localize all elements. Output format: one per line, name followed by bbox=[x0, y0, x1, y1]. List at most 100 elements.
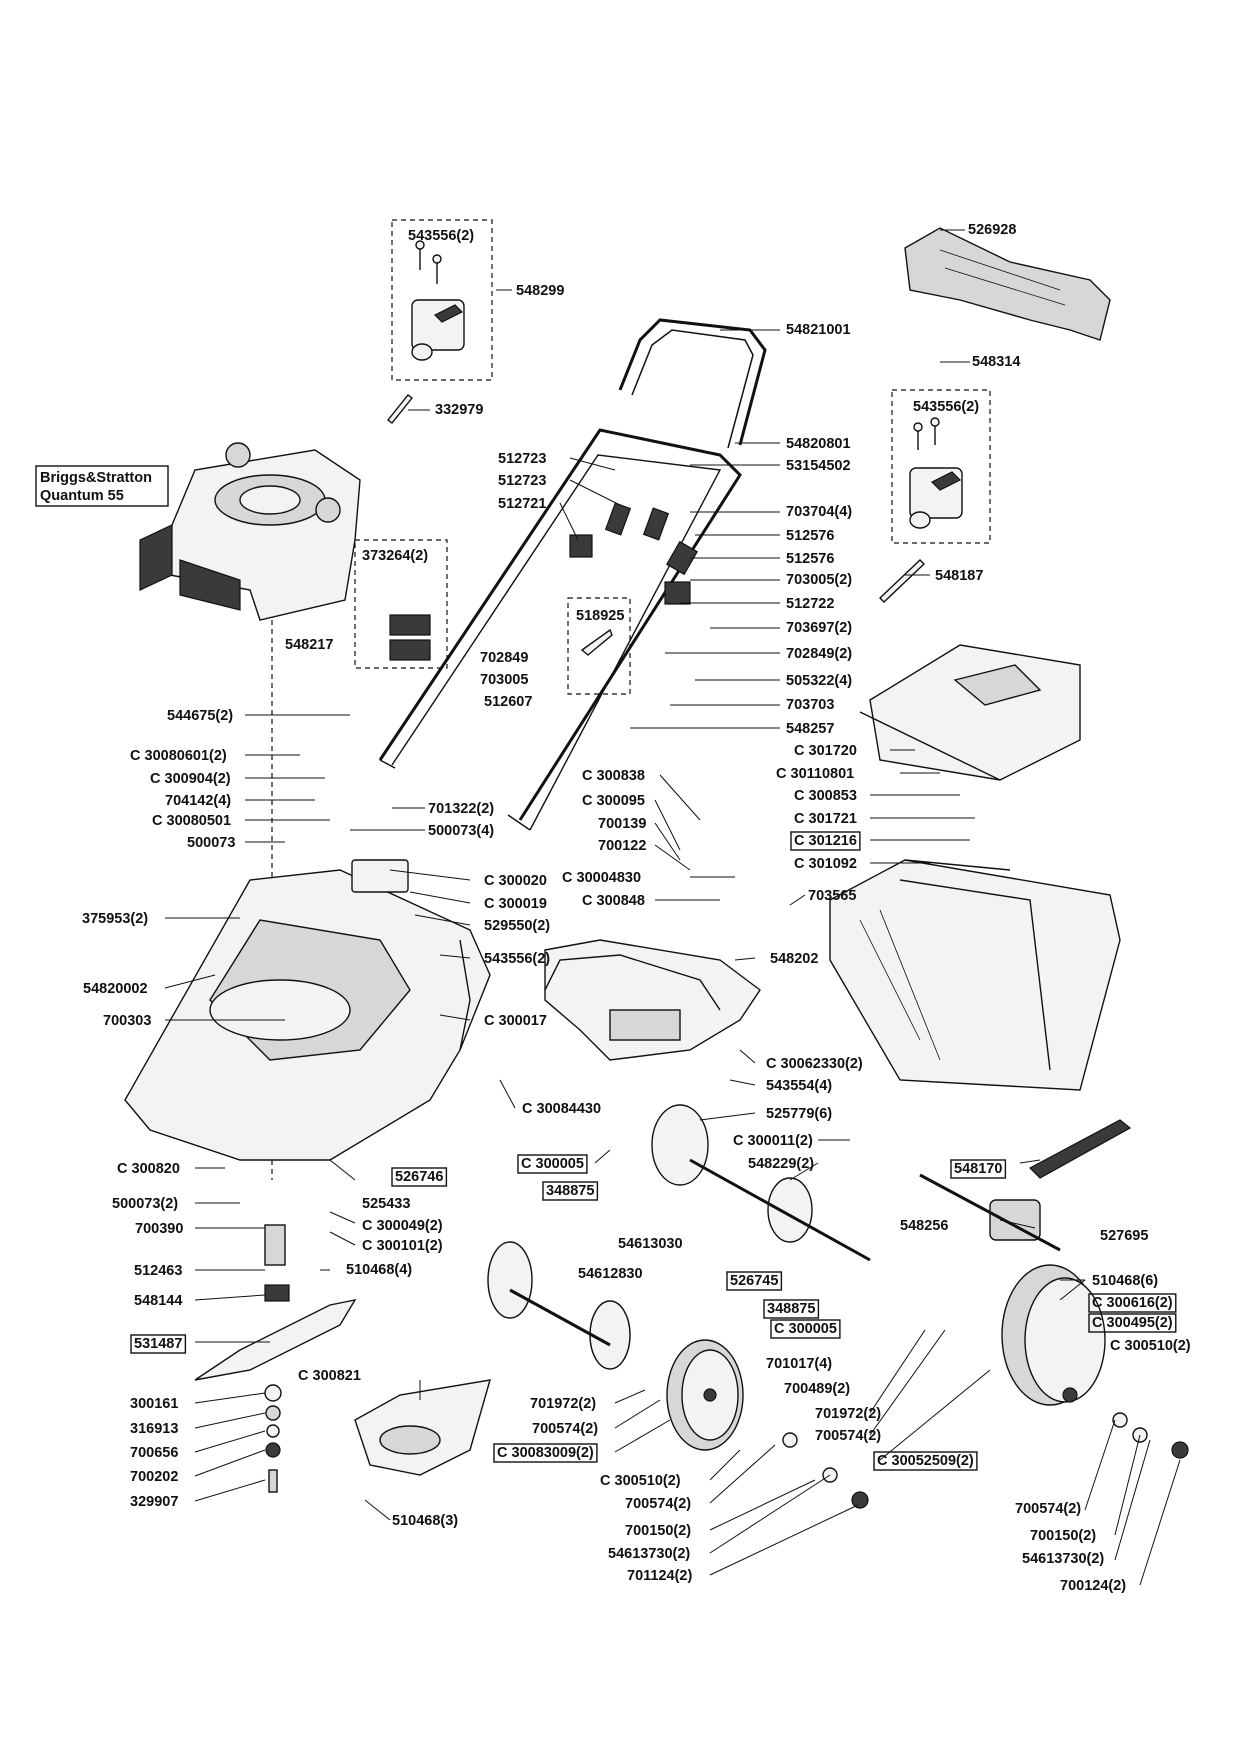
part-label: 548229(2) bbox=[748, 1156, 814, 1172]
part-label: 700122 bbox=[598, 838, 646, 854]
bag-lid-cover bbox=[904, 227, 1111, 341]
part-label: C 300848 bbox=[582, 893, 645, 909]
rear-chassis bbox=[544, 939, 761, 1061]
part-label: 700390 bbox=[135, 1221, 183, 1237]
label-box bbox=[770, 1319, 841, 1339]
part-label: C 30083009(2) bbox=[497, 1445, 594, 1461]
part-label: 526745 bbox=[730, 1273, 778, 1289]
part-label: 700574(2) bbox=[625, 1496, 691, 1512]
part-label: 531487 bbox=[134, 1336, 182, 1352]
part-label: 512723 bbox=[498, 451, 546, 467]
label-box bbox=[391, 1167, 448, 1187]
part-label: 500073(4) bbox=[428, 823, 494, 839]
part-label: 700150(2) bbox=[625, 1523, 691, 1539]
part-label: C 30080601(2) bbox=[130, 748, 227, 764]
part-label: C 301721 bbox=[794, 811, 857, 827]
label-box bbox=[726, 1271, 783, 1291]
part-label: 543556(2) bbox=[408, 228, 474, 244]
part-label: 548299 bbox=[516, 283, 564, 299]
part-label: 701972(2) bbox=[530, 1396, 596, 1412]
part-label: 518925 bbox=[576, 608, 624, 624]
part-label: 700574(2) bbox=[815, 1428, 881, 1444]
upper-handle bbox=[618, 318, 767, 446]
part-label: C 300005 bbox=[774, 1321, 837, 1337]
part-label: 703703 bbox=[786, 697, 834, 713]
part-label: 316913 bbox=[130, 1421, 178, 1437]
part-label: 700139 bbox=[598, 816, 646, 832]
part-label: 54821001 bbox=[786, 322, 851, 338]
part-label: 54613730(2) bbox=[608, 1546, 690, 1562]
label-box bbox=[1088, 1293, 1177, 1313]
part-label: C 30052509(2) bbox=[877, 1453, 974, 1469]
part-label: 526746 bbox=[395, 1169, 443, 1185]
part-label: 548217 bbox=[285, 637, 333, 653]
part-label: 544675(2) bbox=[167, 708, 233, 724]
part-label: 54612830 bbox=[578, 1266, 643, 1282]
part-label: 500073(2) bbox=[112, 1196, 178, 1212]
part-label: 526928 bbox=[968, 222, 1016, 238]
part-label: C 300005 bbox=[521, 1156, 584, 1172]
part-label: C 300011(2) bbox=[733, 1133, 813, 1149]
part-label: C 301720 bbox=[794, 743, 857, 759]
part-label: C 300616(2) bbox=[1092, 1295, 1173, 1311]
part-label: 512722 bbox=[786, 596, 834, 612]
part-label: 54820801 bbox=[786, 436, 851, 452]
part-label: 527695 bbox=[1100, 1228, 1148, 1244]
part-label: C 300821 bbox=[298, 1368, 361, 1384]
part-label: C 30004830 bbox=[562, 870, 641, 886]
part-label: 700574(2) bbox=[1015, 1501, 1081, 1517]
part-label: 373264(2) bbox=[362, 548, 428, 564]
part-label: 510468(4) bbox=[346, 1262, 412, 1278]
leader-lines bbox=[164, 229, 1181, 1586]
part-label: 375953(2) bbox=[82, 911, 148, 927]
part-label: 332979 bbox=[435, 402, 483, 418]
part-label: 701322(2) bbox=[428, 801, 494, 817]
part-label: 700574(2) bbox=[532, 1421, 598, 1437]
part-label: 512723 bbox=[498, 473, 546, 489]
grass-bag bbox=[829, 859, 1121, 1091]
part-label: C 30110801 bbox=[776, 766, 854, 782]
part-label: 512607 bbox=[484, 694, 532, 710]
part-label: C 30084430 bbox=[522, 1101, 601, 1117]
part-label: 329907 bbox=[130, 1494, 178, 1510]
engine-name-line1: Briggs&Stratton bbox=[40, 470, 152, 486]
part-label: C 300019 bbox=[484, 896, 547, 912]
part-label: 702849(2) bbox=[786, 646, 852, 662]
part-label: 700124(2) bbox=[1060, 1578, 1126, 1594]
part-label: 704142(4) bbox=[165, 793, 231, 809]
part-label: C 300017 bbox=[484, 1013, 547, 1029]
part-label: 548202 bbox=[770, 951, 818, 967]
part-label: 548257 bbox=[786, 721, 834, 737]
part-label: C 30062330(2) bbox=[766, 1056, 863, 1072]
label-box bbox=[873, 1451, 978, 1471]
part-label: C 300820 bbox=[117, 1161, 180, 1177]
label-box bbox=[950, 1159, 1007, 1179]
part-label: 700303 bbox=[103, 1013, 151, 1029]
part-label: 548256 bbox=[900, 1218, 948, 1234]
part-label: 703704(4) bbox=[786, 504, 852, 520]
part-label: 543556(2) bbox=[913, 399, 979, 415]
part-label: 510468(6) bbox=[1092, 1273, 1158, 1289]
part-label: 703005(2) bbox=[786, 572, 852, 588]
part-label: C 301216 bbox=[794, 833, 857, 849]
part-label: 525779(6) bbox=[766, 1106, 832, 1122]
engine-body bbox=[139, 442, 361, 621]
label-box bbox=[790, 831, 861, 851]
part-label: 701124(2) bbox=[627, 1568, 692, 1584]
main-handle bbox=[378, 428, 742, 821]
part-label: C 300510(2) bbox=[600, 1473, 681, 1489]
part-label: C 300510(2) bbox=[1110, 1338, 1191, 1354]
part-label: 54820002 bbox=[83, 981, 148, 997]
part-label: 54613730(2) bbox=[1022, 1551, 1104, 1567]
label-box bbox=[493, 1443, 598, 1463]
part-label: 543554(4) bbox=[766, 1078, 832, 1094]
part-label: 548170 bbox=[954, 1161, 1002, 1177]
part-label: C 301092 bbox=[794, 856, 857, 872]
part-label: 54613030 bbox=[618, 1236, 683, 1252]
throttle-kit-548314 bbox=[878, 389, 991, 603]
mower-deck bbox=[124, 869, 491, 1161]
label-box bbox=[517, 1154, 588, 1174]
part-label: C 300838 bbox=[582, 768, 645, 784]
part-label: 348875 bbox=[767, 1301, 815, 1317]
